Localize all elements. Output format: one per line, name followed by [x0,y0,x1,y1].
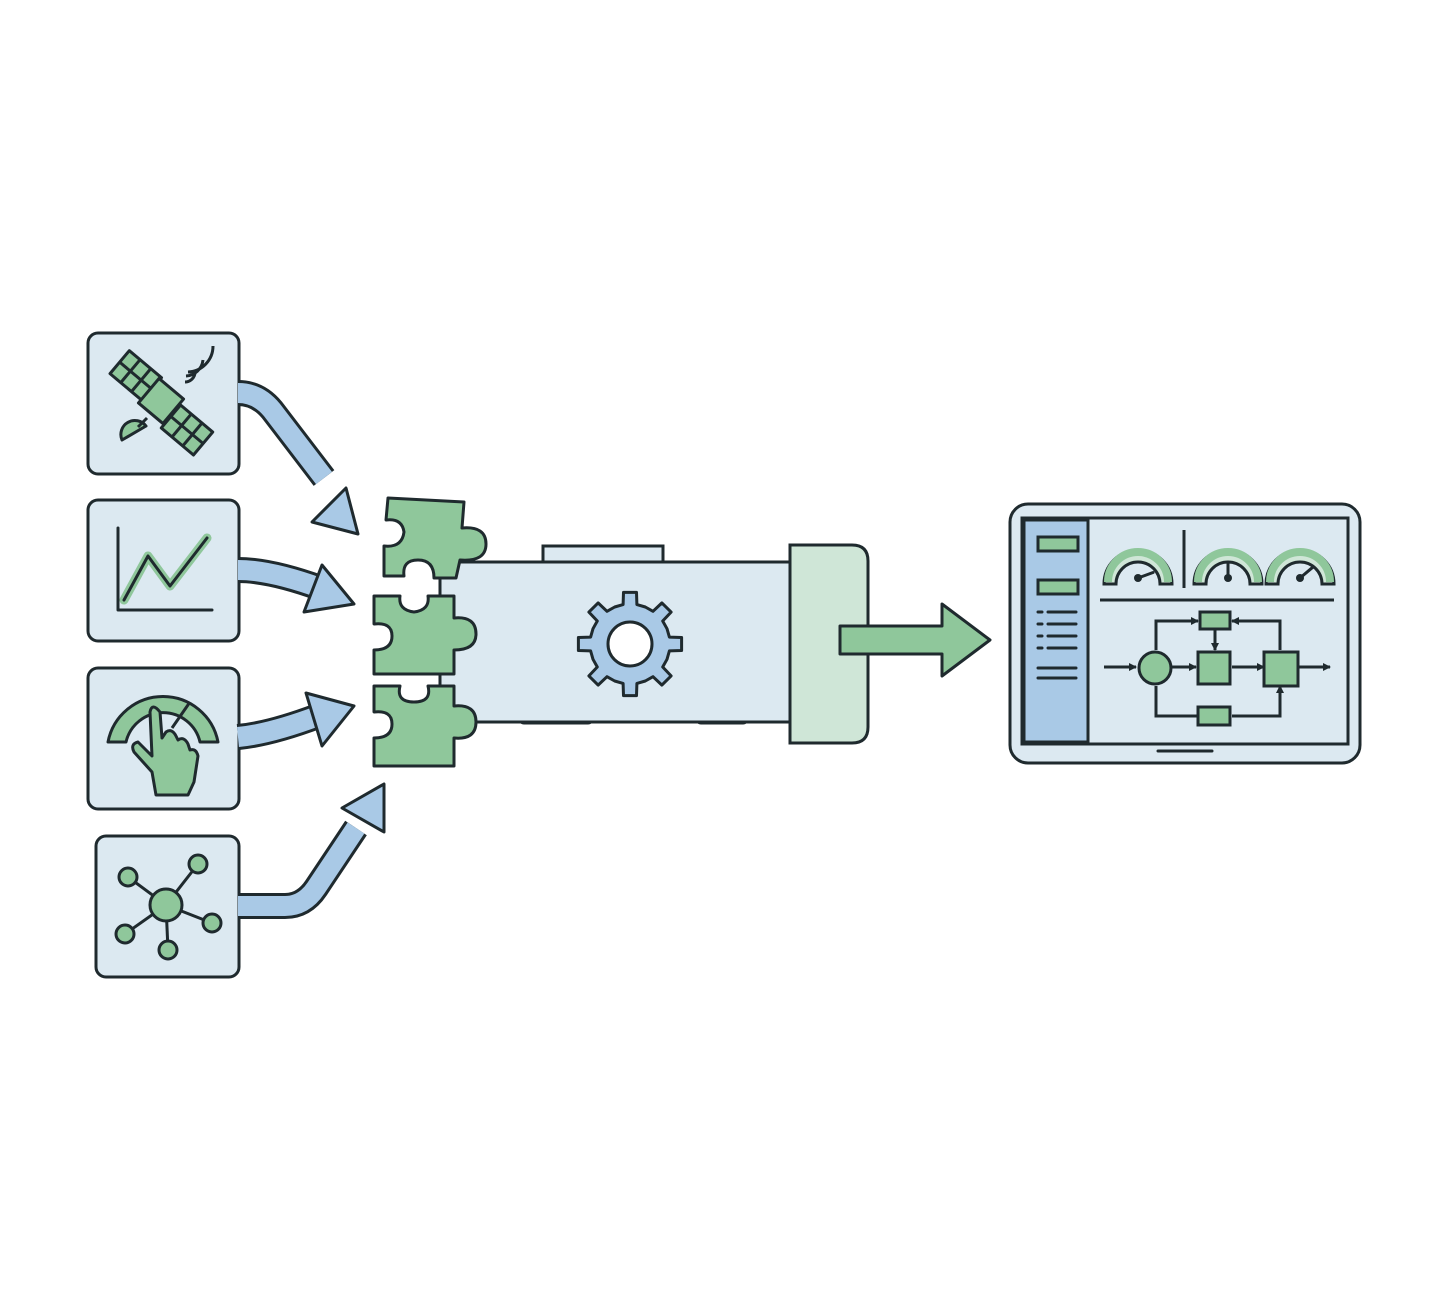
hand-gauge-icon [106,695,220,797]
green-arrow-icon [838,602,992,678]
input-arrow-manual [236,691,356,750]
puzzle-pieces-icon [372,496,488,768]
gauge-icon [1102,548,1174,586]
gear-icon [576,590,684,698]
source-satellite-tile [86,331,241,476]
puzzle-piece-bottom [372,684,478,768]
source-manual-tile [86,666,241,811]
input-arrow-network [238,782,386,919]
puzzle-piece-middle [372,594,478,676]
gauge-icon [1264,548,1336,586]
source-trend-tile [86,498,241,643]
satellite-icon [108,345,215,457]
puzzle-piece-top [382,496,488,580]
dashboard-sidebar [1022,518,1090,744]
input-arrow-satellite [237,380,360,536]
processor-unit [438,543,870,745]
input-arrow-trend [237,557,356,614]
source-network-tile [94,834,241,979]
network-hub-icon [114,853,223,961]
monitor-dashboard-icon [1008,502,1362,765]
line-chart-icon [116,526,214,612]
gauge-icon [1192,548,1264,586]
dashboard-flowchart [1104,610,1331,727]
